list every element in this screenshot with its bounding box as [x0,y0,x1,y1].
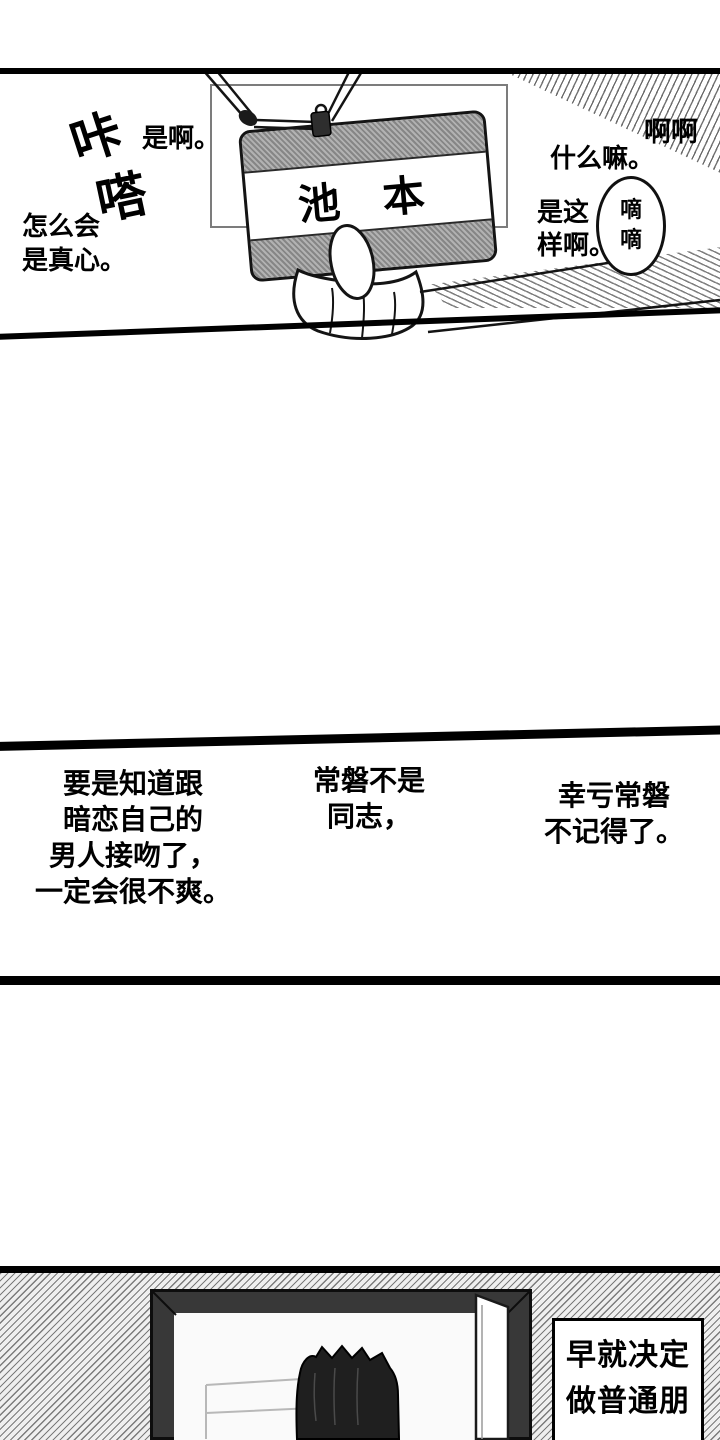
badge-clip [310,110,332,138]
thumb [328,224,376,300]
narration-line: 做普通朋 [566,1384,690,1419]
speech-yeah: 是啊。 [142,124,221,154]
sfx-beep: 嘀嘀 [619,198,642,253]
speech-how-line2: 是真心。 [22,246,127,276]
narration-middle: 常磐不是 同志， [290,763,448,835]
narration-box: 早就决定 做普通朋 [552,1318,704,1440]
sfx-balloon: 嘀嘀 [596,176,666,276]
panel2-bottom-border [0,976,720,985]
narration-line: 早就决定 [566,1338,690,1373]
narration-line: 同志， [326,800,411,833]
narration-line: 暗恋自己的 [62,803,203,836]
panel3-top-border [0,1266,720,1273]
panel1-top-border [0,68,720,74]
narration-line: 一定会很不爽。 [34,875,231,908]
bottom-panel: 早就决定 做普通朋 [0,1273,720,1440]
speech-so-line1: 是这 [537,198,590,228]
speech-ah: 啊啊 [644,117,698,148]
room-illustration [151,1290,531,1440]
character-head [295,1344,401,1440]
open-door [474,1293,510,1440]
panel2-top-border [0,725,720,751]
narration-line: 常磐不是 [312,764,425,797]
speech-so-line2: 样啊。 [537,231,616,261]
narration-left: 要是知道跟 暗恋自己的 男人接吻了， 一定会很不爽。 [14,766,252,910]
speech-what: 什么嘛。 [550,144,655,174]
narration-right: 幸亏常磐 不记得了。 [528,778,700,850]
narration-line: 不记得了。 [543,815,684,848]
narration-line: 男人接吻了， [48,839,217,872]
lanyard-and-hand-illustration [202,69,720,340]
narration-line: 要是知道跟 [62,767,203,800]
cord-bead [238,110,258,126]
speech-how-line1: 怎么会 [22,212,101,242]
narration-line: 幸亏常磐 [557,779,670,812]
